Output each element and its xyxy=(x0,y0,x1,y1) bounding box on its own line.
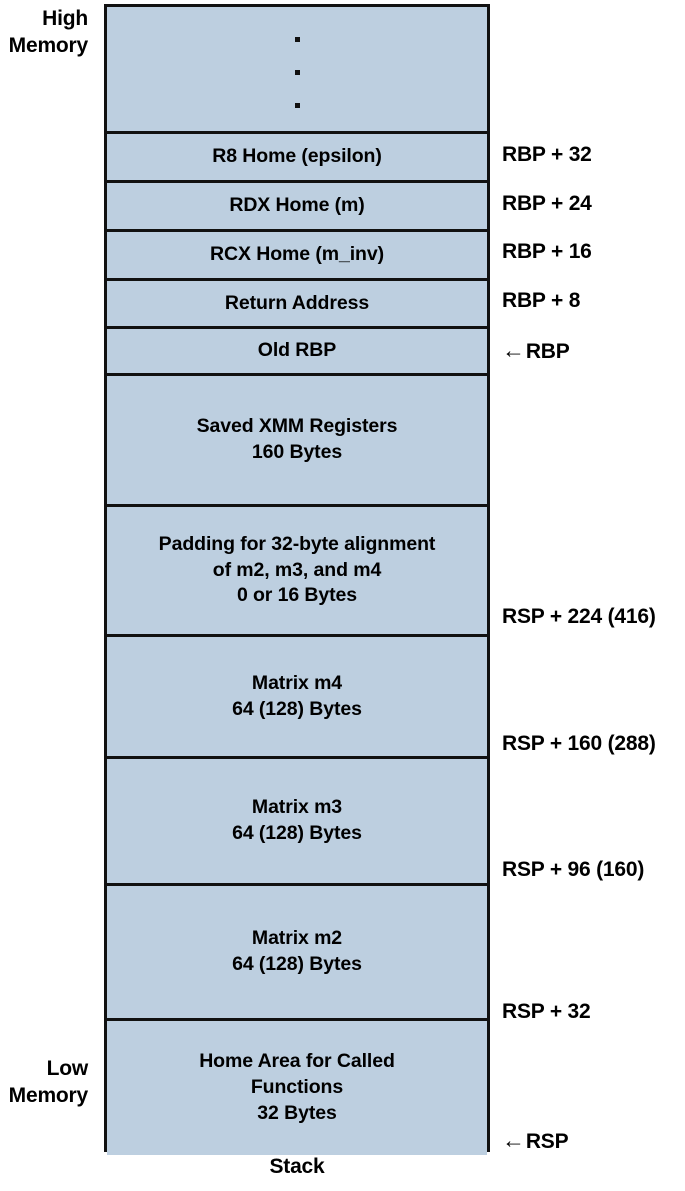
offset-label-text: RSP + 160 (288) xyxy=(502,732,656,755)
high-memory-label-line2: Memory xyxy=(8,33,89,57)
offset-label-matrix-m4: RSP + 160 (288) xyxy=(502,731,656,758)
stack-cell-label: RDX Home (m) xyxy=(229,194,365,217)
low-memory-label: Low Memory xyxy=(0,1056,89,1110)
offset-label-matrix-m2: RSP + 32 xyxy=(502,999,591,1026)
stack-cell-matrix-m3: Matrix m3 64 (128) Bytes xyxy=(107,759,487,886)
stack-cell-matrix-m4: Matrix m4 64 (128) Bytes xyxy=(107,637,487,759)
stack-cell-label: R8 Home (epsilon) xyxy=(212,145,382,168)
offset-label-text: RSP + 32 xyxy=(502,1000,591,1023)
offset-label-text: RBP + 8 xyxy=(502,289,581,312)
stack-cell-padding-alignment: Padding for 32-byte alignment of m2, m3, … xyxy=(107,507,487,637)
offset-label-rcx-home: RBP + 16 xyxy=(502,239,592,266)
stack-cell-label: Padding for 32-byte alignment xyxy=(158,532,436,555)
diagram-caption: Stack xyxy=(269,1155,325,1178)
stack-cell-label: 64 (128) Bytes xyxy=(232,697,362,720)
stack-cell-label: Saved XMM Registers xyxy=(196,415,398,438)
stack-cell-label: of m2, m3, and m4 xyxy=(212,558,382,581)
stack-cell-label: 64 (128) Bytes xyxy=(232,822,362,844)
stack-cell-label: Matrix m3 xyxy=(251,796,343,819)
offset-label-old-rbp: ←RBP xyxy=(502,336,570,366)
offset-label-padding-alignment: RSP + 224 (416) xyxy=(502,604,656,631)
offset-label-text: RBP + 16 xyxy=(502,240,592,263)
stack-column: R8 Home (epsilon) RDX Home (m) RCX Home (m… xyxy=(104,4,490,1155)
stack-cell-saved-xmm-registers: Saved XMM Registers 160 Bytes xyxy=(107,376,487,507)
left-arrow-icon: ← xyxy=(502,337,525,363)
offset-label-text: RBP xyxy=(525,340,570,363)
stack-cell-label: 32 Bytes xyxy=(257,1101,337,1124)
stack-cell-label: RCX Home (m_inv) xyxy=(210,243,384,266)
offset-label-rdx-home: RBP + 24 xyxy=(502,191,592,218)
stack-cell-label: Matrix m4 xyxy=(251,671,343,694)
low-memory-label-line2: Memory xyxy=(8,1083,89,1107)
left-arrow-icon: ← xyxy=(502,1127,525,1153)
offset-label-r8-home: RBP + 32 xyxy=(502,142,592,169)
stack-cell-old-rbp: Old RBP xyxy=(107,329,487,376)
stack-cell-r8-home: R8 Home (epsilon) xyxy=(107,134,487,183)
stack-cell-ellipsis xyxy=(107,7,487,134)
offset-label-text: RBP + 32 xyxy=(502,143,592,166)
stack-cell-label: Old RBP xyxy=(257,339,337,362)
stack-cell-label: 0 or 16 Bytes xyxy=(236,584,358,607)
offset-label-text: RSP xyxy=(525,1130,569,1153)
stack-cell-label: 64 (128) Bytes xyxy=(232,953,362,975)
offset-label-text: RSP + 224 (416) xyxy=(502,605,656,628)
offset-label-return-address: RBP + 8 xyxy=(502,288,580,315)
ellipsis-dot xyxy=(294,103,300,108)
stack-cell-rdx-home: RDX Home (m) xyxy=(107,183,487,232)
offset-label-home-area: ←RSP xyxy=(502,1126,569,1156)
stack-cell-label: Matrix m2 xyxy=(251,927,343,950)
low-memory-label-line1: Low xyxy=(46,1057,89,1080)
ellipsis-dot xyxy=(294,37,300,42)
ellipsis-dot xyxy=(294,70,300,75)
high-memory-label-line1: High xyxy=(42,7,88,30)
stack-cell-label: Home Area for Called xyxy=(199,1050,395,1073)
offset-label-text: RBP + 24 xyxy=(502,192,592,215)
stack-cell-label: Return Address xyxy=(224,291,370,314)
stack-cell-label: 160 Bytes xyxy=(251,441,343,463)
stack-cell-matrix-m2: Matrix m2 64 (128) Bytes xyxy=(107,886,487,1021)
stack-cell-label: Functions xyxy=(250,1076,344,1099)
offset-label-text: RSP + 96 (160) xyxy=(502,858,645,881)
high-memory-label: High Memory xyxy=(0,6,89,60)
offset-label-matrix-m3: RSP + 96 (160) xyxy=(502,857,644,884)
stack-cell-rcx-home: RCX Home (m_inv) xyxy=(107,232,487,281)
stack-cell-return-address: Return Address xyxy=(107,281,487,329)
vertical-ellipsis-icon xyxy=(294,37,300,108)
